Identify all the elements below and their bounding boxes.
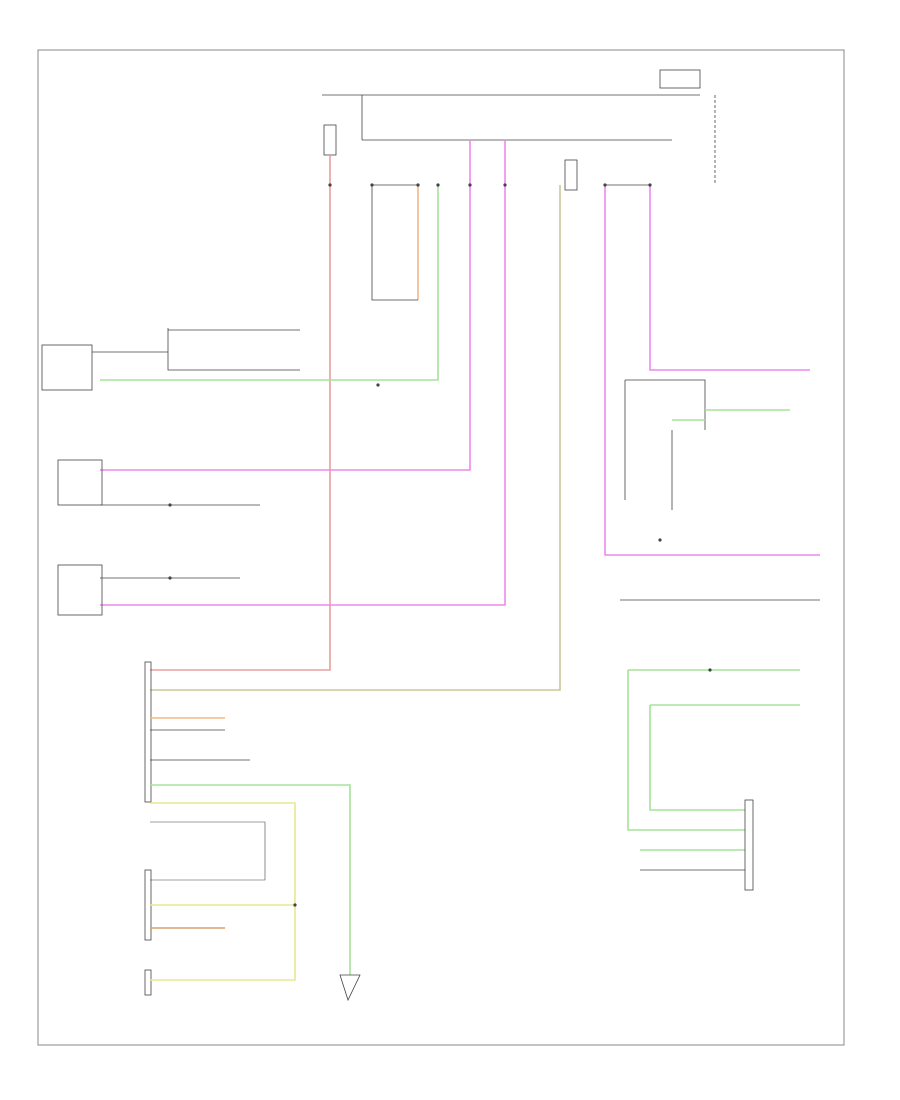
fuse-block bbox=[322, 69, 716, 191]
left-module-group bbox=[144, 661, 361, 1002]
feed-wires bbox=[100, 140, 820, 691]
diagram-frame bbox=[37, 49, 845, 1046]
junction-dots bbox=[168, 183, 712, 907]
left-switch-group bbox=[41, 328, 300, 616]
right-module-group bbox=[620, 379, 820, 891]
